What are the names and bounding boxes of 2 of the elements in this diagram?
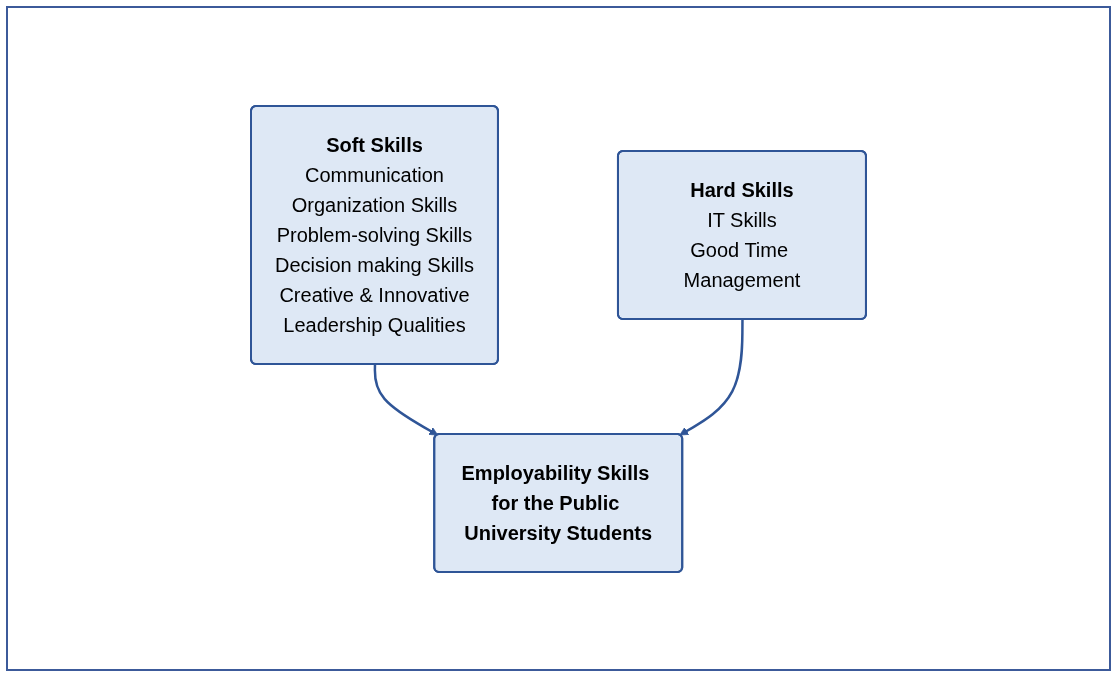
arrow [373, 364, 439, 435]
arrow [679, 319, 744, 435]
